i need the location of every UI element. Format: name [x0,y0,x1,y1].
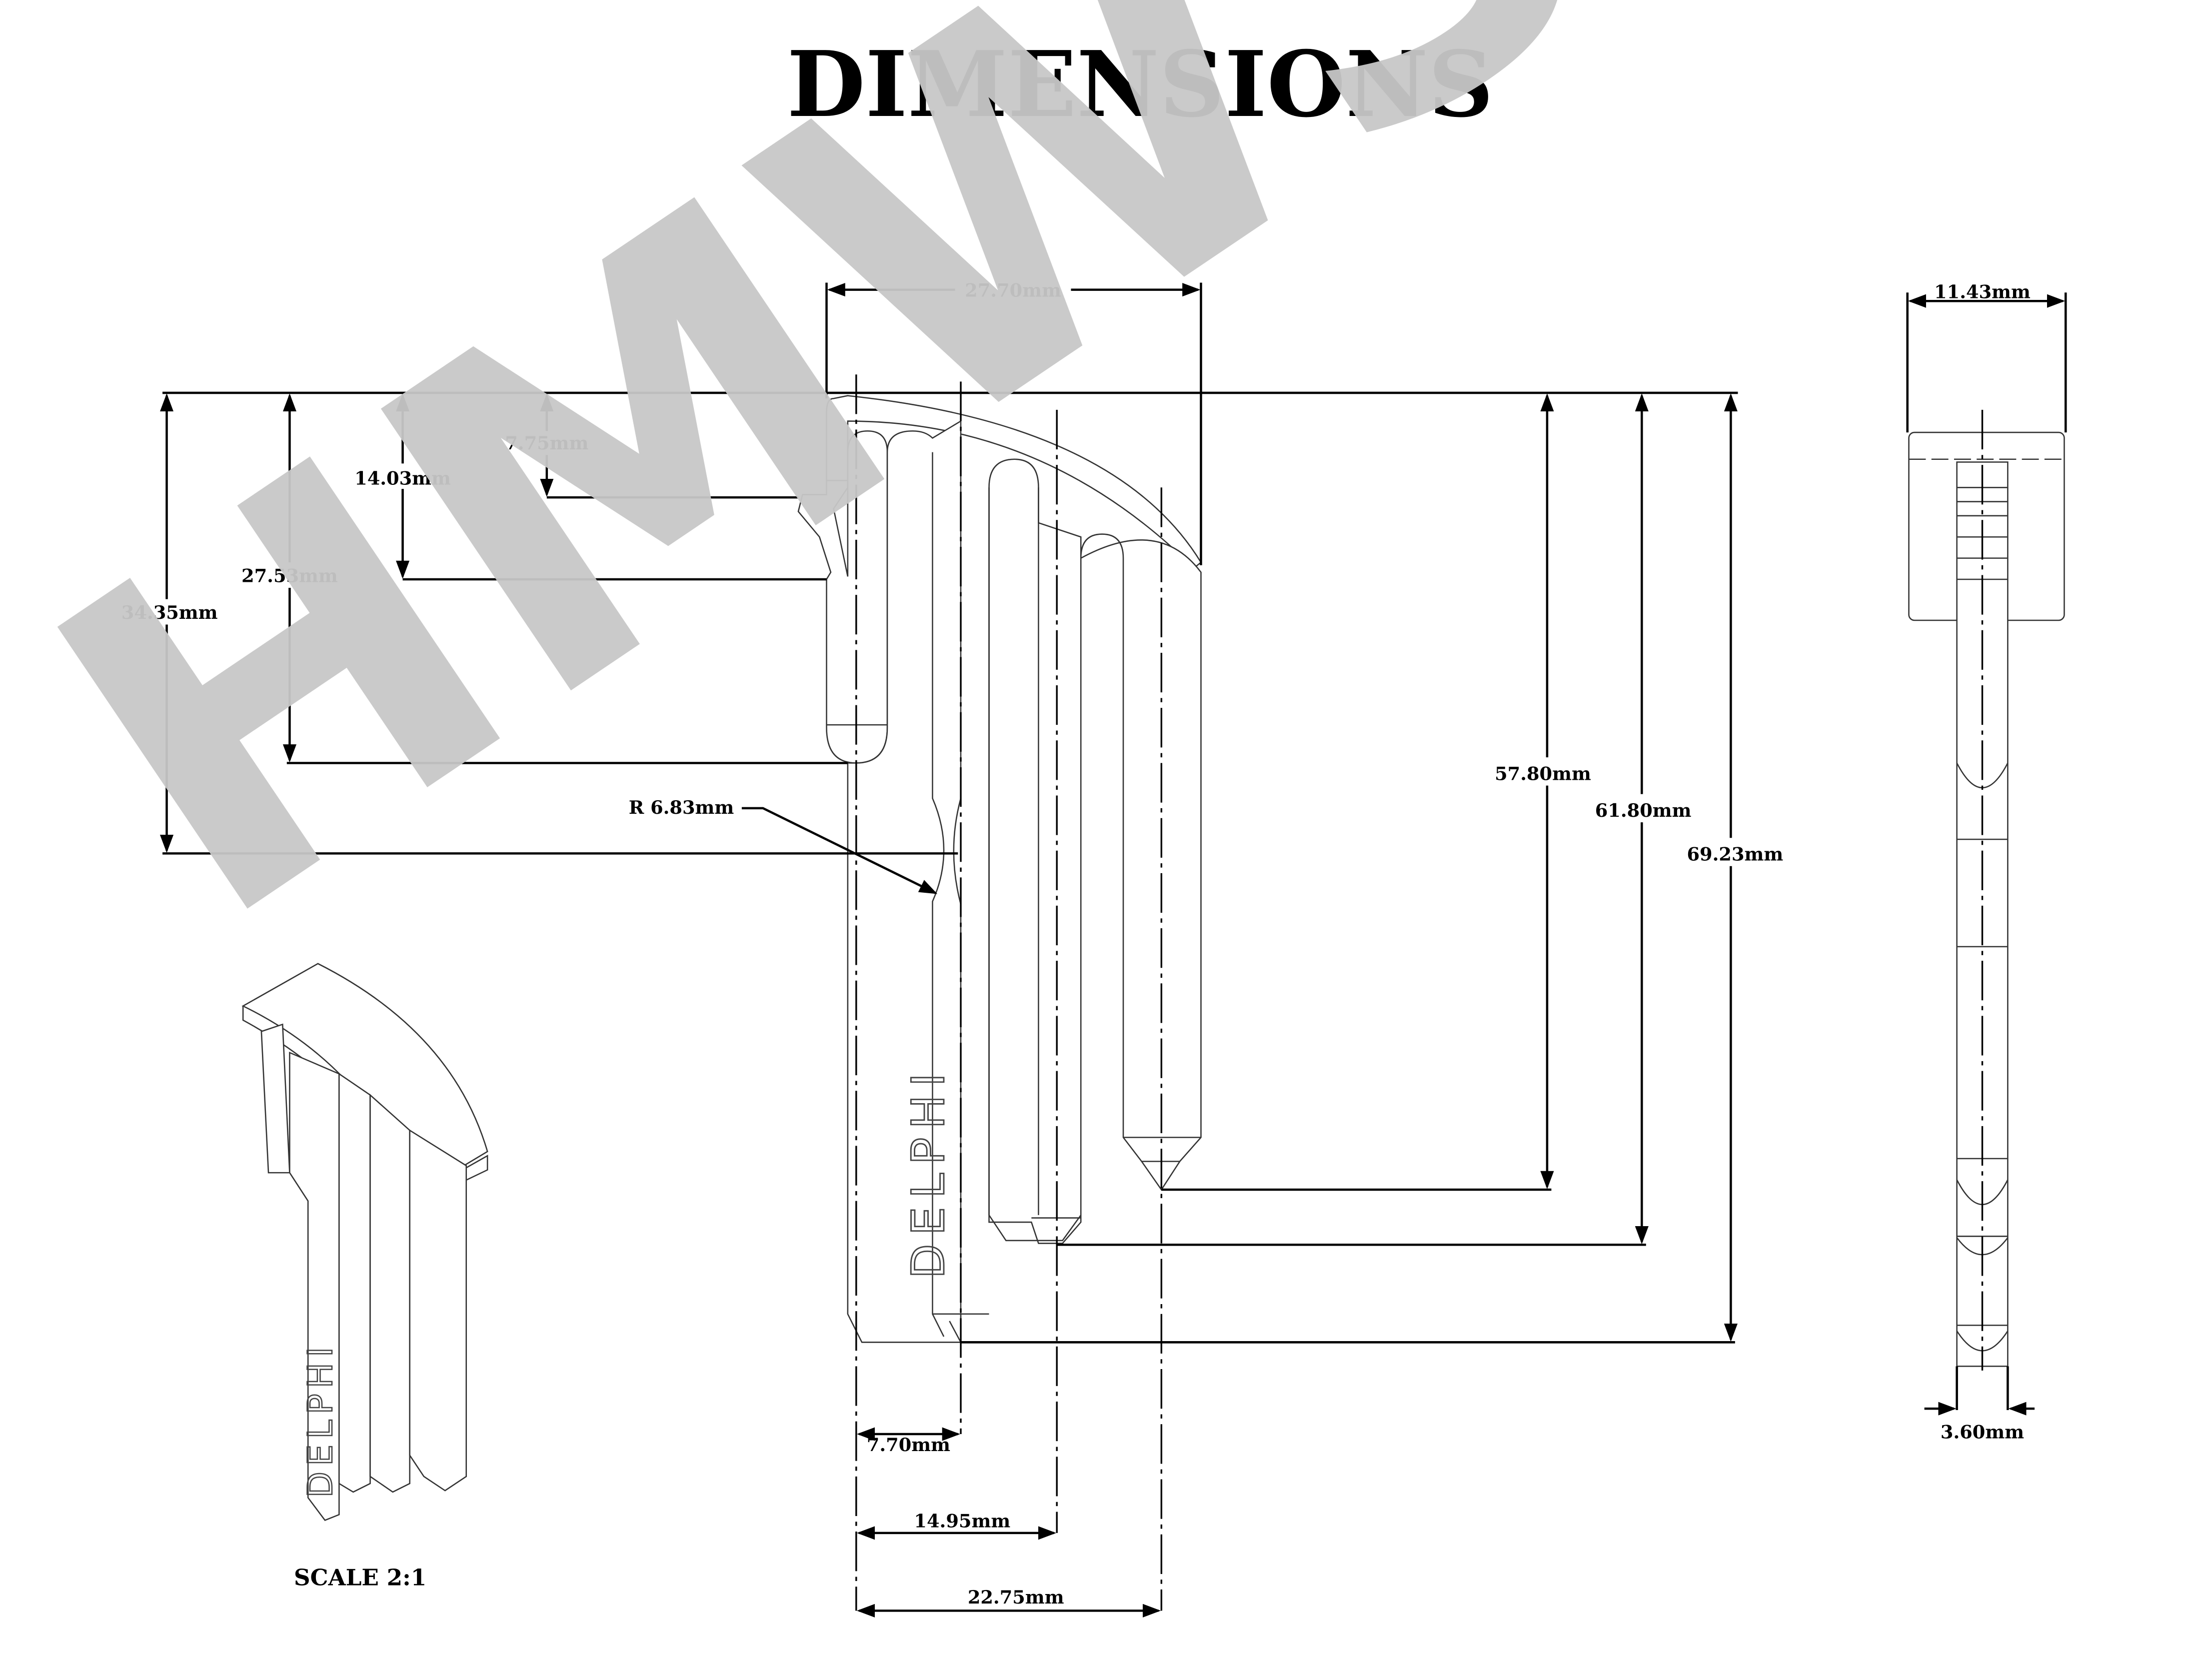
dim-leg2-offset: 14.95mm [914,1511,1010,1532]
dim-radius: R 6.83mm [629,797,734,818]
dim-latch-top: 7.75mm [505,432,588,454]
dim-side-thickness: 3.60mm [1941,1422,2024,1443]
leg-2 [988,458,1082,1244]
dim-top-width: 27.70mm [965,280,1061,301]
dim-side-width: 11.43mm [1934,281,2031,303]
dim-latch-bottom: 14.03mm [354,468,451,489]
iso-part-marking: DELPHI [300,1342,340,1498]
watermark: HMWS [0,0,1686,1024]
dim-leg1-length: 69.23mm [1687,843,1783,865]
leg-3 [1080,533,1202,1162]
front-view: DELPHI [797,374,1202,1611]
dim-leg3-length: 57.80mm [1495,763,1591,784]
dim-radius-center: 34.35mm [121,602,218,623]
dim-leg1-offset: 7.70mm [867,1434,950,1456]
part-marking: DELPHI [902,1065,955,1279]
page-title: DIMENSIONS [787,31,1494,137]
isometric-view: DELPHI SCALE 2:1 [241,963,488,1591]
cap-outline [826,395,1202,569]
dim-leg2-length: 61.80mm [1595,800,1692,821]
dim-leg3-offset: 22.75mm [968,1587,1064,1608]
dimension-lines: 27.70mm 7.75mm 14.03mm 27.53mm 34.35mm R… [121,280,1783,1618]
dim-short-leg: 27.53mm [241,565,338,587]
scale-label: SCALE 2:1 [294,1564,426,1591]
side-view: 11.43mm 3.60mm [1906,281,2067,1443]
